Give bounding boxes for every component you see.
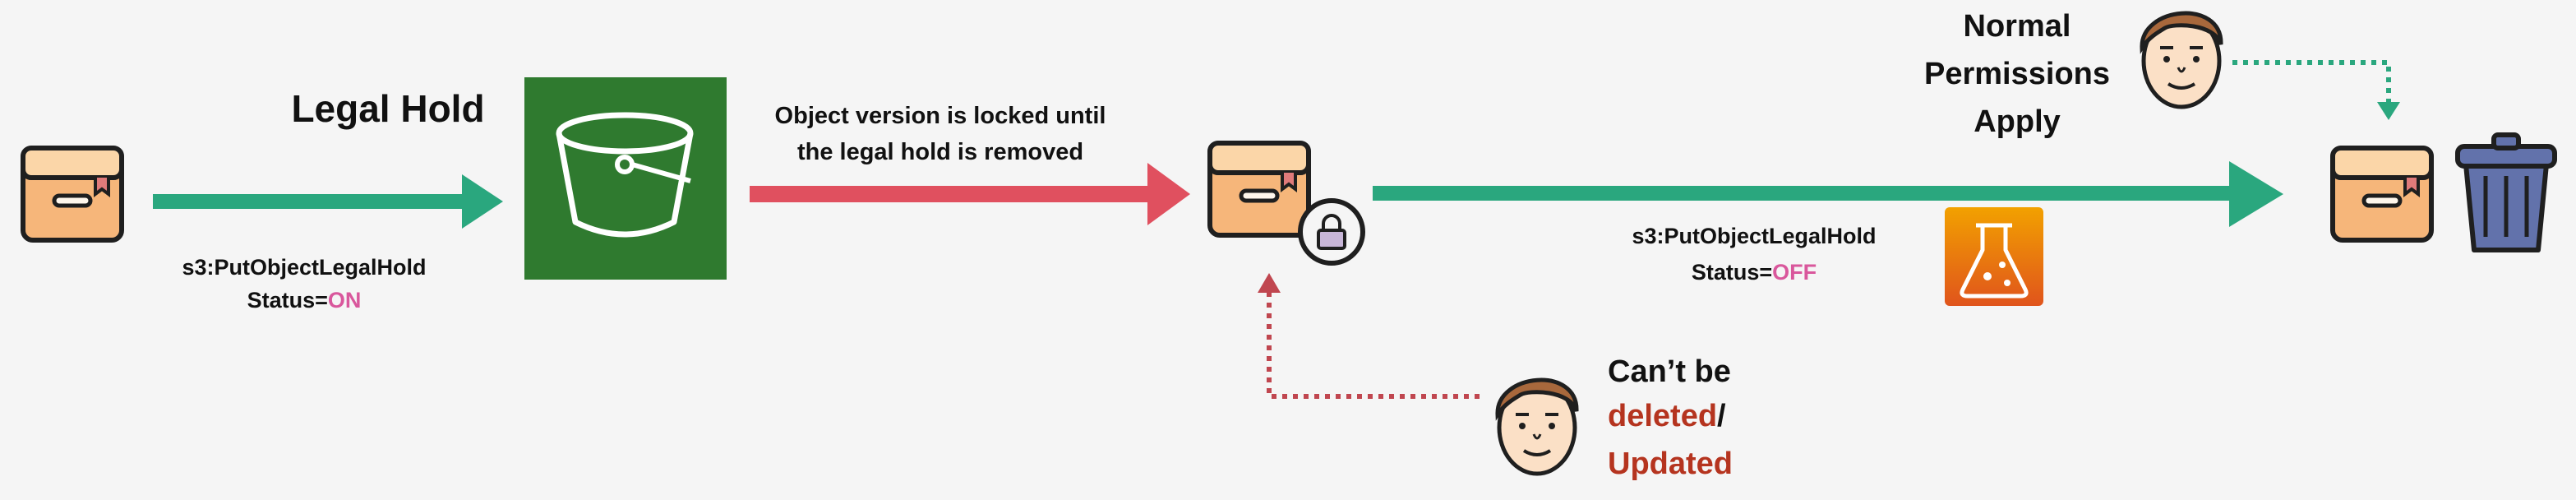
- slash: /: [1717, 399, 1726, 433]
- locked-box-icon: [1210, 143, 1365, 266]
- normal-line3: Apply: [1974, 104, 2061, 139]
- box-icon: [2333, 148, 2431, 240]
- updated-word: Updated: [1608, 447, 1733, 481]
- put-off-label: s3:PutObjectLegalHold: [1632, 224, 1876, 248]
- user-face-icon: [1498, 380, 1577, 474]
- status-off: OFF: [1772, 260, 1817, 285]
- locked-note-line1: Object version is locked until: [775, 103, 1106, 129]
- cant-line2: deleted/: [1608, 399, 1726, 433]
- deleted-word: deleted: [1608, 399, 1717, 433]
- lock-icon: [1298, 198, 1365, 266]
- put-off-status: Status=OFF: [1692, 260, 1817, 285]
- green-arrow-long: [1373, 161, 2283, 227]
- bucket-icon: [524, 77, 727, 280]
- dotted-arrow-red: [1258, 273, 1480, 399]
- put-on-label: s3:PutObjectLegalHold: [182, 255, 426, 280]
- status-on: ON: [328, 288, 362, 312]
- normal-line1: Normal: [1964, 9, 2071, 44]
- green-arrow: [153, 174, 503, 229]
- locked-note-line2: the legal hold is removed: [797, 139, 1083, 165]
- red-arrow: [750, 163, 1190, 225]
- trash-bin-icon: [2455, 132, 2557, 252]
- user-face-icon: [2142, 13, 2221, 107]
- status-prefix: Status=: [247, 288, 328, 312]
- box-icon: [23, 148, 122, 240]
- dotted-arrow-green: [2232, 60, 2400, 120]
- put-on-status: Status=ON: [247, 288, 362, 312]
- cant-line1: Can’t be: [1608, 354, 1731, 389]
- diagram-title: Legal Hold: [291, 87, 484, 130]
- status-prefix: Status=: [1692, 260, 1772, 285]
- flask-icon: [1945, 207, 2043, 306]
- normal-line2: Permissions: [1924, 57, 2110, 91]
